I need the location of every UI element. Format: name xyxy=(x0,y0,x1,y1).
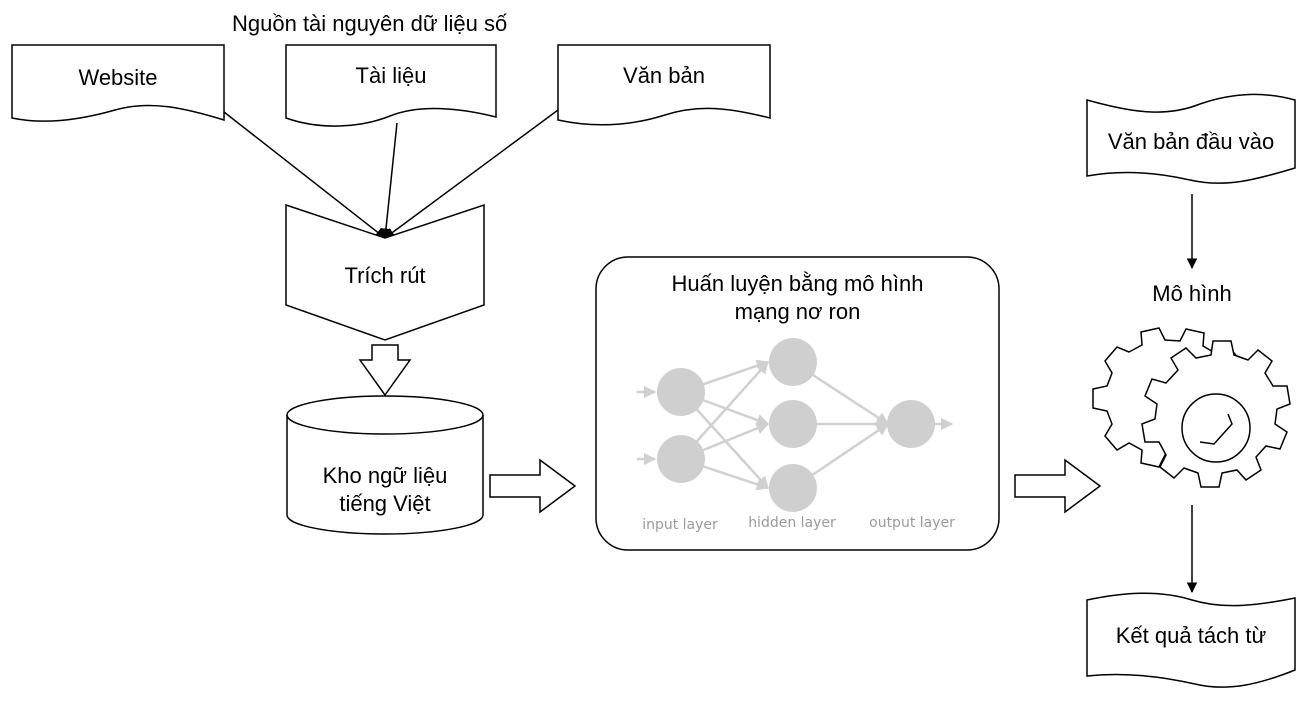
gear-icon xyxy=(1092,327,1291,488)
input-doc-label: Văn bản đầu vào xyxy=(1107,129,1275,154)
layer-label-input: input layer xyxy=(642,517,718,533)
output-doc xyxy=(1086,592,1296,688)
corpus-label-line2: tiếng Việt xyxy=(339,491,431,516)
corpus-database xyxy=(286,395,484,535)
output-doc-label: Kết quả tách từ xyxy=(1115,623,1267,648)
training-title-line1: Huấn luyện bằng mô hình xyxy=(671,271,924,296)
block-arrow-right-2 xyxy=(1014,458,1102,514)
layer-label-output: output layer xyxy=(869,515,955,531)
extract-shape xyxy=(285,203,485,341)
nn-nodes xyxy=(657,338,935,512)
layer-label-hidden: hidden layer xyxy=(748,515,836,531)
block-arrow-right-1 xyxy=(489,458,577,514)
arrow-website-extract xyxy=(223,111,386,239)
arrow-tailieu-extract xyxy=(380,122,398,240)
training-title-line2: mạng nơ ron xyxy=(734,299,861,324)
sources-title: Nguồn tài nguyên dữ liệu số xyxy=(232,11,508,36)
block-arrow-down xyxy=(358,344,412,397)
source-label-website: Website xyxy=(78,65,158,90)
source-doc-van-ban xyxy=(557,44,771,126)
source-doc-website xyxy=(11,44,225,122)
source-label-van-ban: Văn bản xyxy=(623,63,705,88)
corpus-label-line1: Kho ngữ liệu xyxy=(322,463,448,488)
source-label-tai-lieu: Tài liệu xyxy=(355,63,427,88)
input-doc xyxy=(1086,93,1296,184)
source-doc-tai-lieu xyxy=(285,44,497,127)
arrow-vanban-extract xyxy=(384,109,559,239)
model-label: Mô hình xyxy=(1152,281,1232,306)
extract-label: Trích rút xyxy=(344,263,426,288)
